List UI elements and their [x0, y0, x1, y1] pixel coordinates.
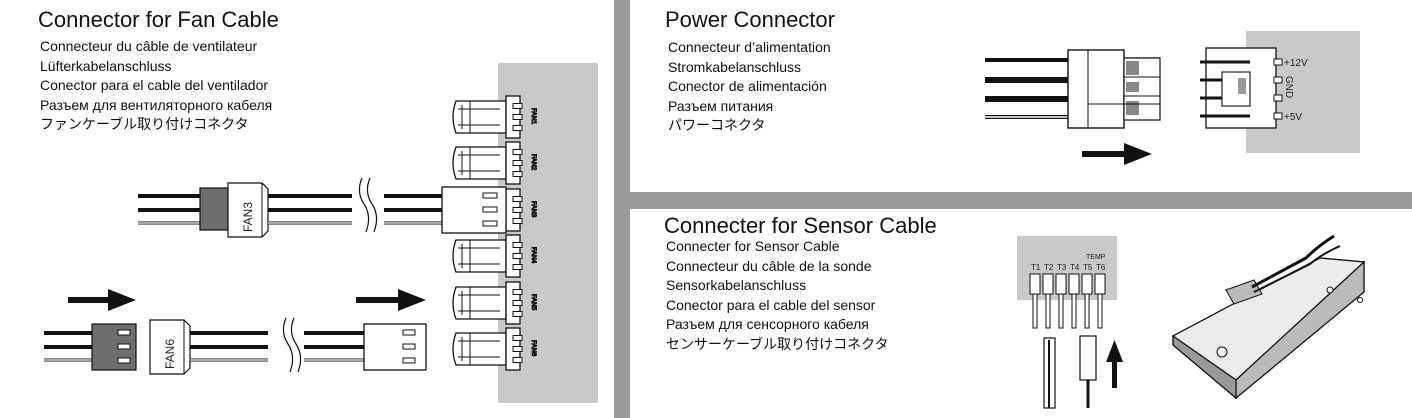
sensor-cable-loose [1079, 335, 1097, 381]
arrow-icon [1082, 143, 1152, 165]
vertical-divider [614, 0, 630, 418]
fan-line-fr: Connecteur du câble de ventilateur [40, 38, 258, 54]
fan-header-6: FAN6 [452, 327, 538, 371]
fan3-cable-assembly [138, 177, 507, 238]
fan-header-3: FAN3 [505, 188, 538, 232]
fan-header-2: FAN2 [452, 141, 538, 185]
fan-header-1: FAN1 [452, 95, 538, 139]
fan6-housing [363, 323, 427, 371]
fan-header-label-4: FAN4 [530, 247, 537, 264]
fan3-sleeve [199, 187, 229, 231]
fan6-cable-assembly [44, 317, 427, 375]
power-section-translations: Connecteur d’alimentation Stromkabelansc… [668, 38, 831, 136]
power-line-ru: Разъем питания [668, 97, 774, 114]
arrow-icon [68, 289, 136, 311]
sensor-pin-label-t6: T6 [1096, 263, 1106, 272]
sensor-line-fr: Connecteur du câble de la sonde [666, 257, 872, 274]
pin-label-5v: +5V [1284, 112, 1302, 123]
fan-header-label-6: FAN6 [530, 340, 537, 357]
power-line-ja: パワーコネクタ [668, 117, 766, 133]
fan-line-es: Conector para el cable del ventilador [40, 77, 269, 93]
arrow-up-icon [1106, 340, 1123, 388]
sensor-line-ru: Разъем для сенсорного кабеля [666, 316, 869, 332]
fan-header-4: FAN4 [452, 234, 538, 278]
sensor-pin-5 [1081, 273, 1093, 329]
power-line-de: Stromkabelanschluss [668, 58, 802, 75]
sensor-line-ja: センサーケーブル取り付けコネクタ [666, 335, 889, 352]
fan-header-label-2: FAN2 [530, 154, 537, 171]
sensor-pin-label-t2: T2 [1044, 263, 1054, 272]
sensor-pins [1029, 273, 1106, 329]
sensor-pin-1 [1029, 273, 1041, 329]
fan-header-label-5: FAN5 [530, 294, 537, 311]
fan-line-ja: ファンケーブル取り付けコネクタ [40, 116, 249, 132]
sensor-section-title: Connecter for Sensor Cable [664, 213, 937, 238]
power-line-es: Conector de alimentación [668, 78, 827, 94]
sensor-header-label: TEMP [1086, 254, 1106, 261]
sensor-line-es: Conector para el cable del sensor [666, 296, 876, 313]
sensor-pin-3 [1055, 273, 1067, 329]
fan-header-label-3: FAN3 [530, 201, 537, 218]
sensor-line-de: Sensorkabelanschluss [666, 277, 807, 293]
sensor-pin-label-t5: T5 [1083, 263, 1093, 272]
power-line-fr: Connecteur d’alimentation [668, 39, 831, 55]
pin-label-12v: +12V [1284, 58, 1308, 69]
sensor-pin-label-t1: T1 [1031, 263, 1041, 272]
power-connector-body [1067, 49, 1125, 129]
power-section-title: Power Connector [665, 7, 835, 32]
arrow-icon [356, 289, 426, 311]
sensor-line-en: Connecter for Sensor Cable [666, 238, 840, 254]
hard-drive-illustration [1171, 234, 1366, 400]
sensor-pin-2 [1042, 273, 1054, 329]
sensor-pin-6 [1094, 273, 1106, 329]
fan-line-ru: Разъем для вентиляторного кабеля [40, 96, 273, 113]
fan-line-de: Lüfterkabelanschluss [40, 57, 172, 74]
fan-header-label-1: FAN1 [530, 108, 537, 125]
horizontal-divider [630, 192, 1412, 209]
fan-section-translations: Connecteur du câble de ventilateur Lüfte… [40, 37, 272, 135]
power-header [1200, 47, 1283, 129]
fan6-plug-label: FAN6 [163, 339, 177, 369]
fan3-plug-label: FAN3 [241, 202, 255, 232]
pin-label-gnd: GND [1283, 76, 1294, 98]
fan-section-title: Connector for Fan Cable [38, 7, 279, 32]
sensor-pin-4 [1068, 273, 1080, 329]
sensor-pin-label-t3: T3 [1057, 263, 1067, 272]
fan-header-5: FAN5 [452, 281, 538, 325]
sensor-section-translations: Connecter for Sensor Cable Connecteur du… [666, 237, 889, 354]
sensor-pin-label-t4: T4 [1070, 263, 1080, 272]
